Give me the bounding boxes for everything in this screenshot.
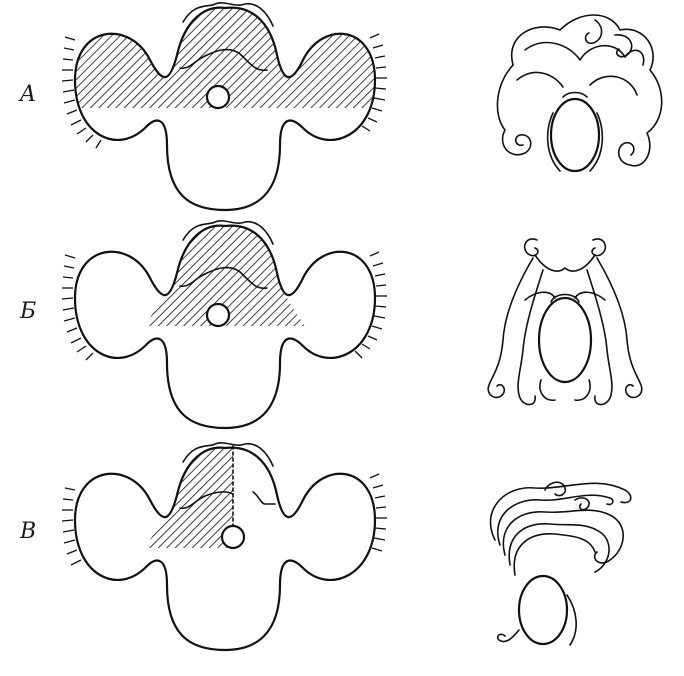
sketch-b-top-curl-left	[525, 239, 538, 256]
sketch-a-body	[551, 99, 599, 171]
row-c: В	[19, 440, 631, 650]
sketch-a-curl-1	[586, 20, 602, 43]
sketch-a-head	[563, 93, 587, 98]
row-b: Б	[19, 218, 642, 428]
sketch-b-top-curl-right	[592, 239, 605, 256]
row-label-c: В	[19, 519, 36, 544]
center-circle-a	[207, 86, 229, 108]
sketch-a-fold-2	[517, 72, 637, 95]
sketch-a-fold-1	[525, 43, 644, 65]
embryo-diagram-c	[62, 440, 387, 650]
embryo-diagram-a	[62, 0, 387, 210]
sketch-c-tail-curl	[498, 630, 519, 642]
embryo-diagram-b	[62, 218, 387, 428]
hatched-region-c	[145, 440, 233, 548]
sketch-c-body	[519, 576, 567, 644]
sketch-b	[488, 239, 642, 405]
row-label-b: Б	[19, 299, 36, 324]
row-a: A	[18, 0, 662, 210]
center-circle-c	[222, 526, 244, 548]
sketch-c-swirl-4	[509, 524, 609, 572]
sketch-a	[497, 15, 661, 171]
fringe-right-b	[355, 252, 387, 358]
sketch-c	[491, 482, 631, 645]
center-circle-b	[207, 304, 229, 326]
sketch-a-outline-2	[497, 65, 530, 155]
row-label-a: A	[18, 82, 36, 107]
sketch-c-swirl-5	[514, 498, 595, 575]
sketch-b-body	[539, 298, 591, 382]
sketch-c-side-fold	[567, 595, 576, 645]
sketch-c-curl-top	[545, 482, 565, 495]
fold-line-c-right	[253, 492, 275, 504]
sketch-b-top-arc	[535, 255, 595, 271]
